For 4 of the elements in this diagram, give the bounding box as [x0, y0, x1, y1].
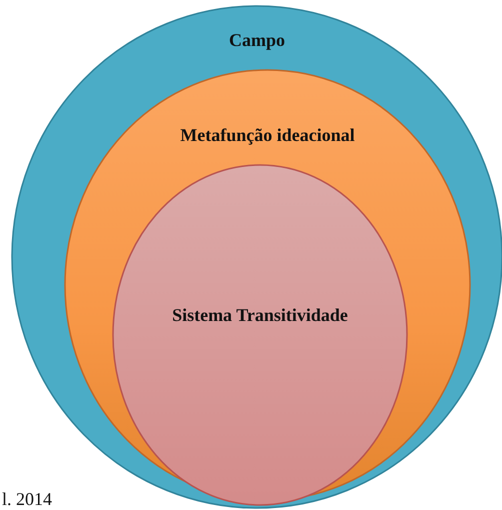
ellipse-label: Sistema Transitividade: [172, 305, 348, 326]
ellipse-label: Campo: [228, 30, 285, 51]
ellipse-label: Metafunção ideacional: [180, 125, 355, 146]
source-note: l. 2014: [2, 489, 52, 510]
